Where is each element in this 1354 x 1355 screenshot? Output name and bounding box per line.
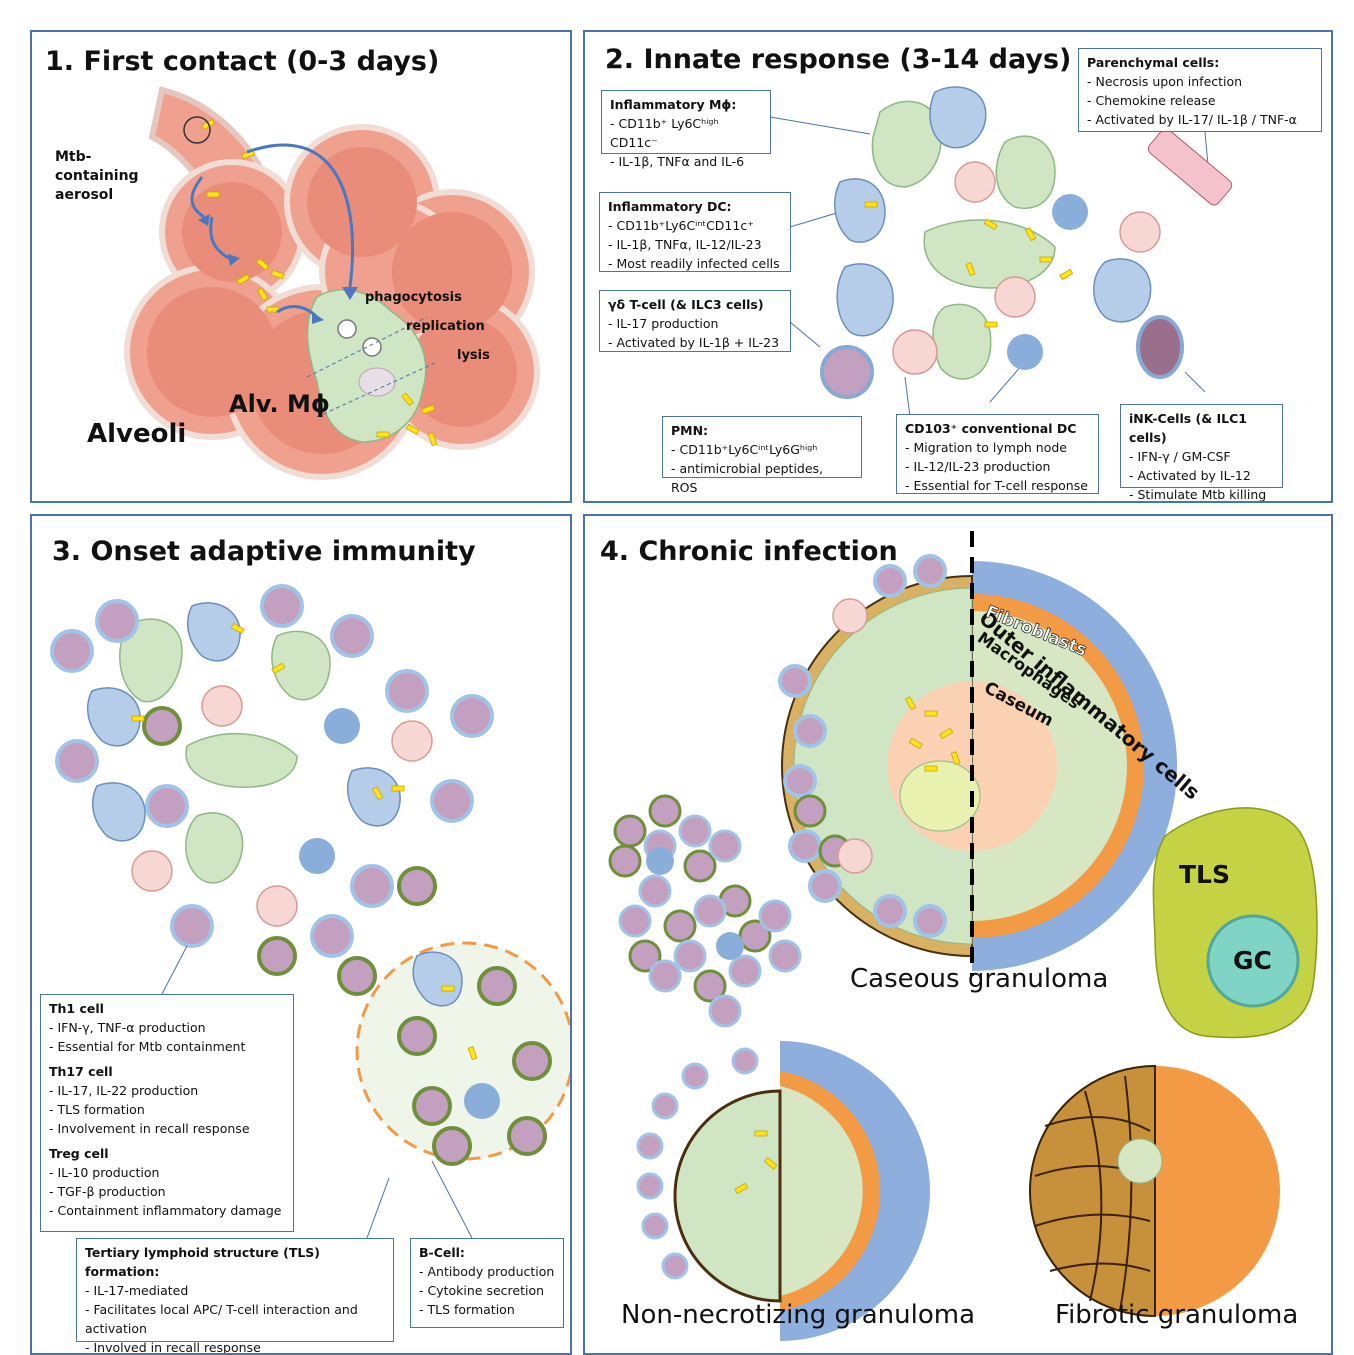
box-item: CD11b⁺Ly6CⁱⁿᵗCD11c⁺: [608, 216, 782, 235]
box-item: IL-17, IL-22 production: [49, 1081, 285, 1100]
box-item: IL-17-mediated: [85, 1281, 385, 1300]
box-item: IL-1β, TNFα, IL-12/IL-23: [608, 235, 782, 254]
box-item: IL-1β, TNFα and IL-6: [610, 152, 762, 171]
box-inflammatory-dc: Inflammatory DC: CD11b⁺Ly6CⁱⁿᵗCD11c⁺IL-1…: [599, 192, 791, 272]
th17-title: Th17 cell: [49, 1064, 113, 1079]
lysis-label: lysis: [457, 348, 490, 363]
box-parenchymal: Parenchymal cells: Necrosis upon infecti…: [1078, 48, 1322, 132]
aerosol-label: Mtb-containing aerosol: [55, 149, 139, 203]
box-item: Involved in recall response: [85, 1338, 385, 1353]
box-ink-cells: iNK-Cells (& ILC1 cells) IFN-γ / GM-CSFA…: [1120, 404, 1283, 501]
caseous-granuloma-label: Caseous granuloma: [850, 964, 1109, 994]
box-title: Tertiary lymphoid structure (TLS) format…: [85, 1245, 321, 1279]
alv-mac-label: Alv. Mϕ: [229, 390, 330, 418]
box-title: Inflammatory DC:: [608, 199, 732, 214]
box-item: Necrosis upon infection: [1087, 72, 1313, 91]
gc-label: GC: [1233, 946, 1272, 975]
panel4-title: 4. Chronic infection: [600, 536, 898, 567]
fibrotic-granuloma-label: Fibrotic granuloma: [1055, 1300, 1299, 1330]
panel-adaptive-immunity: 3. Onset adaptive immunity: [30, 514, 572, 1355]
granuloma-illustration: [608, 531, 1318, 1341]
th1-title: Th1 cell: [49, 1001, 104, 1016]
box-item: IFN-γ, TNF-α production: [49, 1018, 285, 1037]
box-item: Migration to lymph node: [905, 438, 1090, 457]
box-th-cells: Th1 cell IFN-γ, TNF-α productionEssentia…: [40, 994, 294, 1232]
box-item: IL-10 production: [49, 1163, 285, 1182]
box-title: B-Cell:: [419, 1245, 465, 1260]
innate-cells-illustration: [769, 86, 1233, 418]
box-item: CD11b⁺ Ly6Cʰⁱᵍʰ CD11c⁻: [610, 114, 762, 152]
box-item: IL-17 production: [608, 314, 782, 333]
alveoli-label: Alveoli: [87, 419, 187, 449]
panel-chronic-infection: 4. Chronic infection: [583, 514, 1333, 1355]
box-item: IFN-γ / GM-CSF: [1129, 447, 1274, 466]
replication-label: replication: [406, 319, 485, 334]
box-item: Activated by IL-17/ IL-1β / TNF-α: [1087, 110, 1313, 129]
box-item: Stimulate Mtb killing: [1129, 485, 1274, 501]
box-item: CD11b⁺Ly6CⁱⁿᵗLy6Gʰⁱᵍʰ: [671, 440, 853, 459]
tls-label: TLS: [1179, 860, 1230, 889]
box-item: Most readily infected cells: [608, 254, 782, 273]
box-item: Cytokine secretion: [419, 1281, 555, 1300]
panel-innate-response: 2. Innate response (3-14 days): [583, 30, 1333, 503]
box-item: TGF-β production: [49, 1182, 285, 1201]
box-gd-tcell: γδ T-cell (& ILC3 cells) IL-17 productio…: [599, 290, 791, 352]
box-title: iNK-Cells (& ILC1 cells): [1129, 411, 1247, 445]
box-title: CD103⁺ conventional DC: [905, 421, 1077, 436]
box-inflammatory-macrophage: Inflammatory Mϕ: CD11b⁺ Ly6Cʰⁱᵍʰ CD11c⁻I…: [601, 90, 771, 169]
gc-shape: [1206, 914, 1300, 1008]
alveoli-illustration: [124, 86, 540, 480]
box-item: IL-12/IL-23 production: [905, 457, 1090, 476]
panel3-title: 3. Onset adaptive immunity: [52, 536, 476, 567]
adaptive-cells-illustration: [50, 584, 570, 1239]
box-item: Facilitates local APC/ T-cell interactio…: [85, 1300, 385, 1338]
box-cd103-dc: CD103⁺ conventional DC Migration to lymp…: [896, 414, 1099, 494]
box-item: Activated by IL-12: [1129, 466, 1274, 485]
th-cell-group: [142, 706, 552, 1166]
box-item: TLS formation: [49, 1100, 285, 1119]
box-b-cell: B-Cell: Antibody productionCytokine secr…: [410, 1238, 564, 1328]
box-item: Involvement in recall response: [49, 1119, 285, 1138]
box-item: Essential for T-cell response: [905, 476, 1090, 495]
box-tls-formation: Tertiary lymphoid structure (TLS) format…: [76, 1238, 394, 1353]
box-item: antimicrobial peptides, ROS: [671, 459, 853, 497]
box-title: Inflammatory Mϕ:: [610, 97, 737, 112]
box-title: PMN:: [671, 423, 709, 438]
box-item: Essential for Mtb containment: [49, 1037, 285, 1056]
box-item: Activated by IL-1β + IL-23: [608, 333, 782, 352]
box-title: Parenchymal cells:: [1087, 55, 1220, 70]
box-title: γδ T-cell (& ILC3 cells): [608, 297, 764, 312]
box-item: TLS formation: [419, 1300, 555, 1319]
non-necrotizing-label: Non-necrotizing granuloma: [621, 1300, 976, 1330]
box-item: Containment inflammatory damage: [49, 1201, 285, 1220]
treg-title: Treg cell: [49, 1146, 109, 1161]
box-pmn: PMN: CD11b⁺Ly6CⁱⁿᵗLy6Gʰⁱᵍʰantimicrobial …: [662, 416, 862, 495]
tcell-group: [50, 584, 494, 958]
panel1-title: 1. First contact (0-3 days): [45, 46, 440, 77]
box-item: Antibody production: [419, 1262, 555, 1281]
panel-first-contact: 1. First contact (0-3 days): [30, 30, 572, 503]
panel2-title: 2. Innate response (3-14 days): [605, 44, 1072, 75]
phagocytosis-label: phagocytosis: [365, 290, 462, 305]
box-item: Chemokine release: [1087, 91, 1313, 110]
